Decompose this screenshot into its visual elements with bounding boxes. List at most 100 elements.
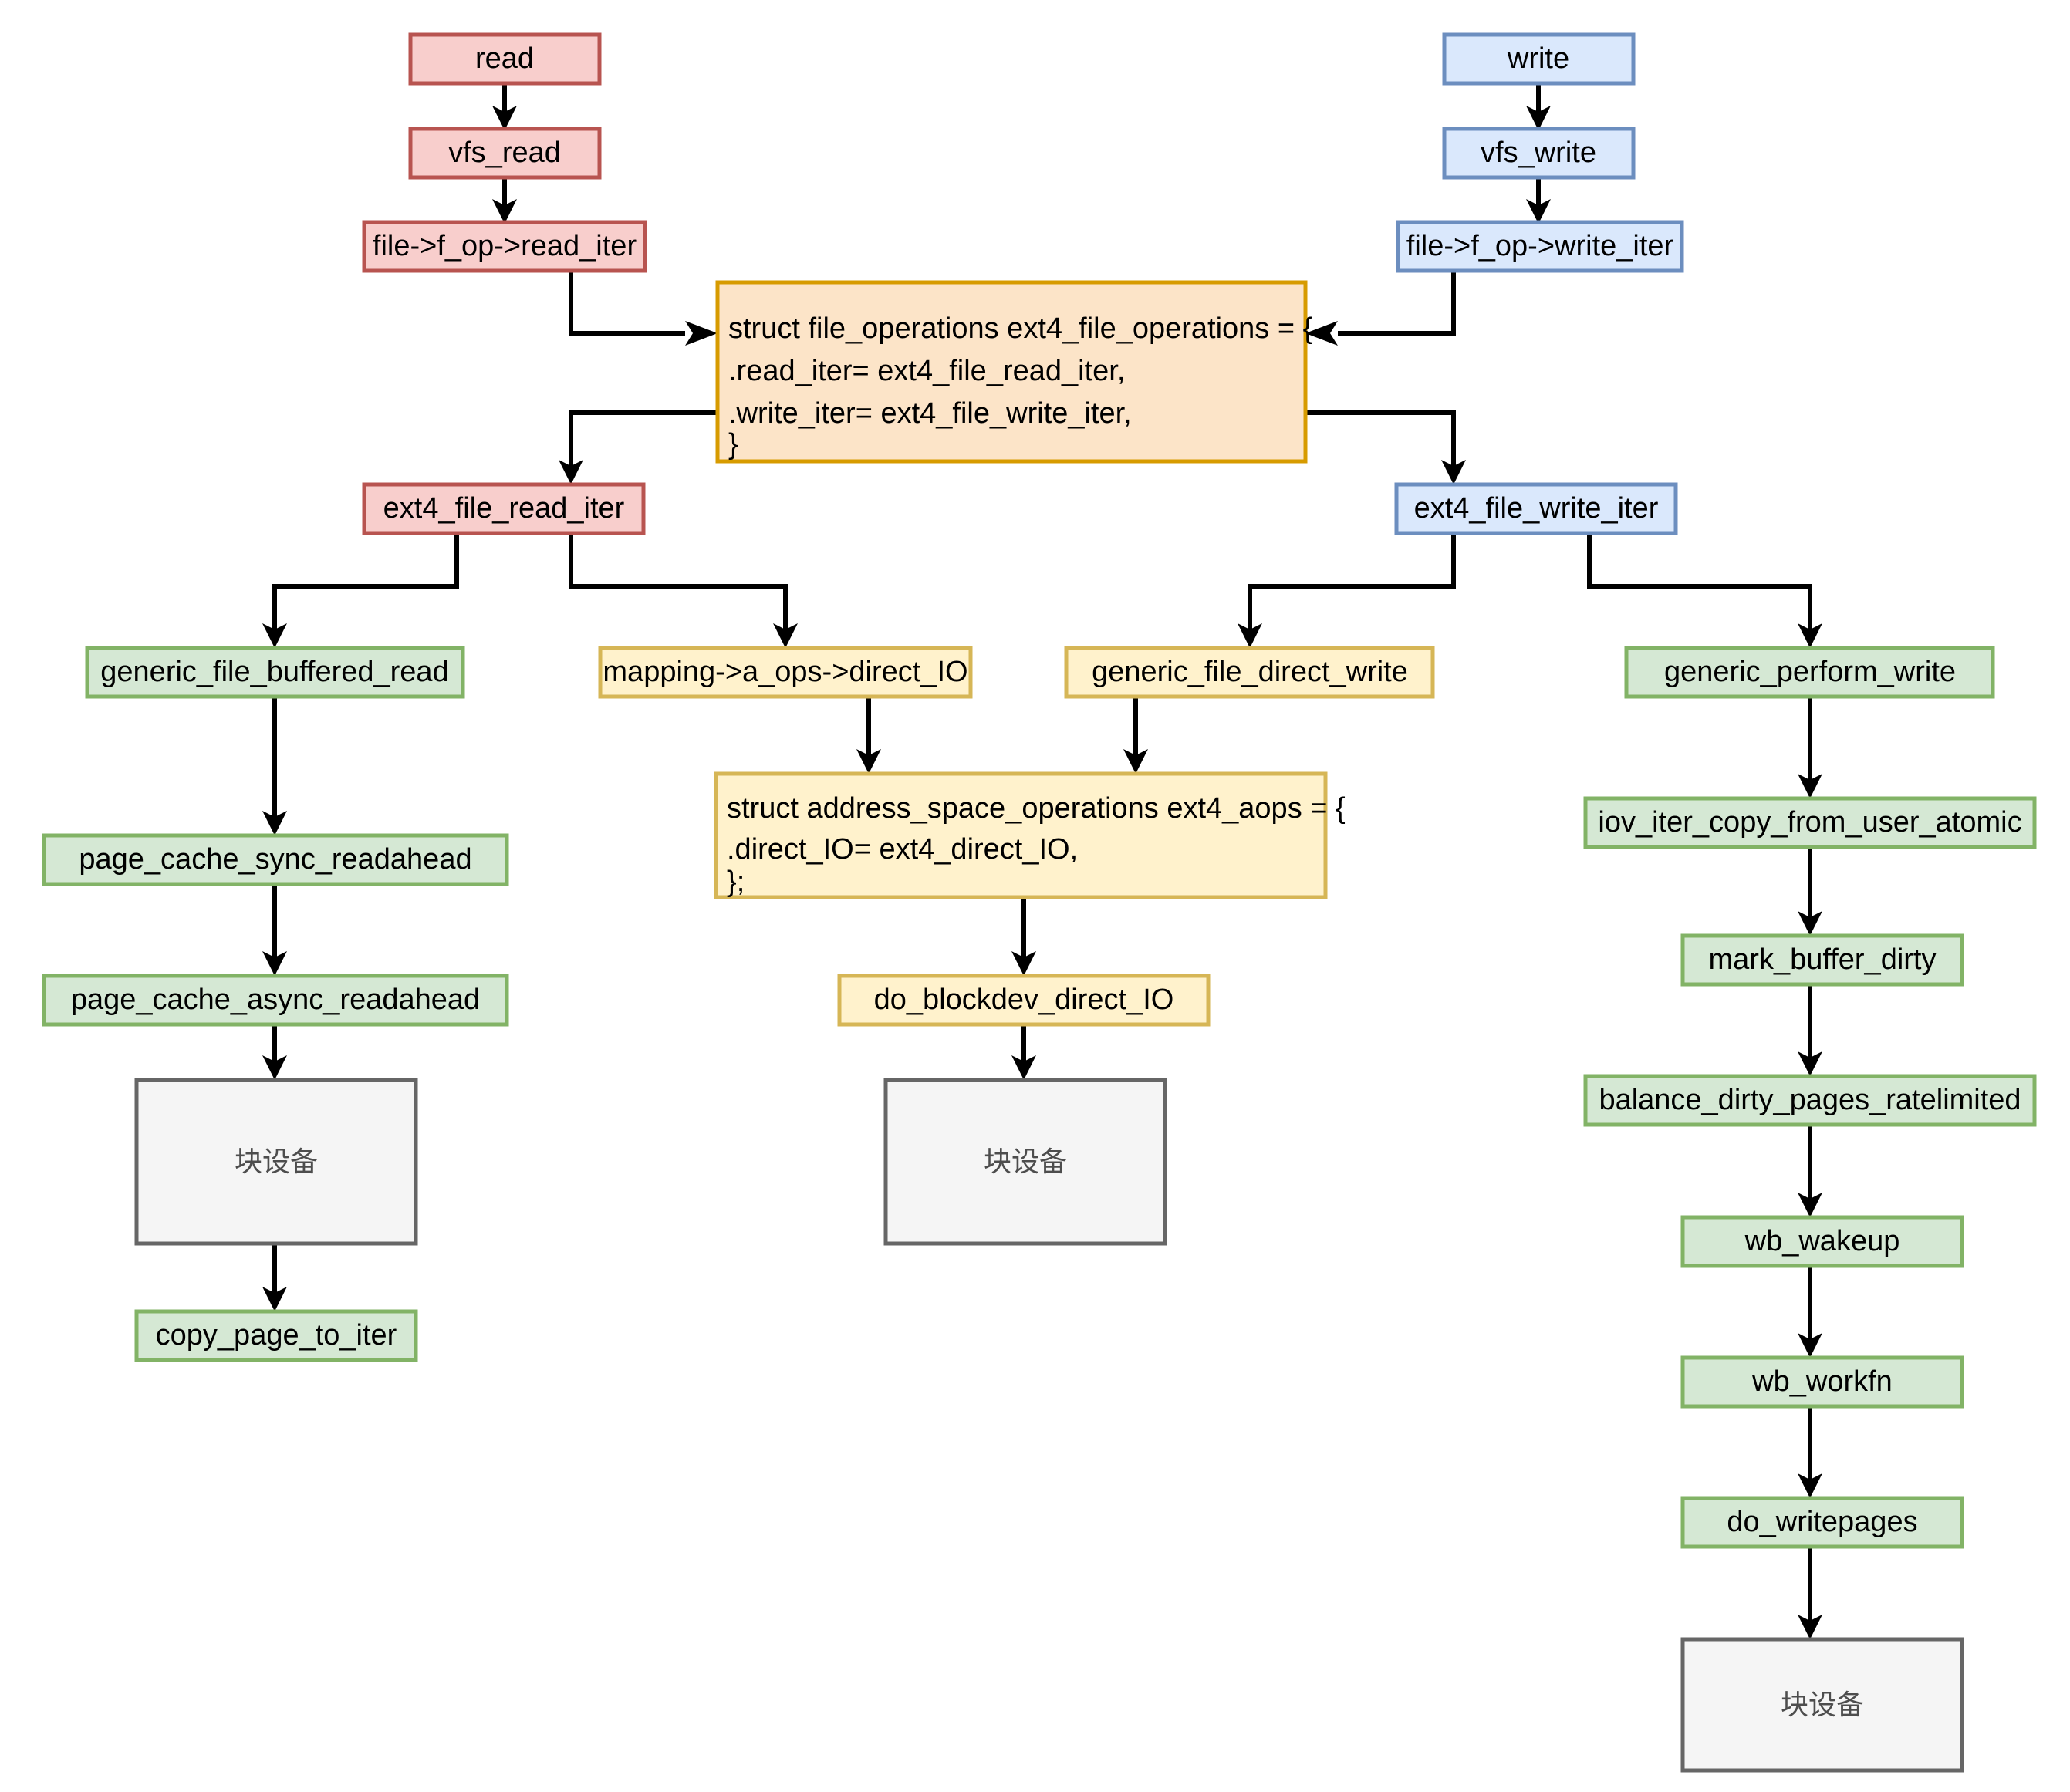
edge-layer [262,83,1822,1639]
edge-generic_file_buffered_read-to-page_cache_sync_readahead [262,697,287,835]
node-file-operations-struct-shape[interactable] [715,280,1308,464]
node-mapping-a-ops-direct-io-shape[interactable] [598,646,973,699]
edge-ext4_file_read_iter-to-generic_file_buffered_read [262,533,459,648]
node-iov-iter-copy-from-user-atomic[interactable]: iov_iter_copy_from_user_atomic [1583,796,2037,849]
edge-wb_wakeup-to-wb_workfn [1798,1266,1822,1358]
node-file-operations-struct-line-3: .write_iter= ext4_file_write_iter, [728,397,1132,430]
node-page-cache-sync-readahead-label: page_cache_sync_readahead [79,843,471,876]
edge-write-to-vfs_write [1526,83,1551,130]
node-page-cache-async-readahead-shape[interactable] [42,974,509,1027]
node-copy-page-to-iter-label: copy_page_to_iter [156,1319,397,1352]
node-vfs_read[interactable]: vfs_read [408,127,602,180]
node-blockdev-read-shape[interactable] [134,1078,418,1246]
node-ext4-file-read-iter-shape[interactable] [362,482,646,535]
edge-file_operations_struct-to-ext4_file_read_iter [559,410,718,484]
node-address-space-operations-struct-shape[interactable] [714,771,1328,899]
edge-ext4_file_read_iter-to-mapping_a_ops_direct_IO [569,533,798,648]
node-ext4-file-write-iter-label: ext4_file_write_iter [1414,492,1659,525]
edge-balance_dirty_pages_ratelimited-to-wb_wakeup [1798,1125,1822,1217]
node-layer: read vfs_read file->f_op->read_iter writ… [42,32,2037,1773]
edge-page_cache_sync_readahead-to-page_cache_async_readahead [262,884,287,976]
node-blockdev-read-label: 块设备 [235,1146,318,1178]
node-do-blockdev-direct-io[interactable]: do_blockdev_direct_IO [837,974,1211,1027]
node-vfs_write[interactable]: vfs_write [1442,127,1636,180]
node-ext4-file-read-iter[interactable]: ext4_file_read_iter [362,482,646,535]
node-read-label: read [475,42,534,75]
node-blockdev-write-shape[interactable] [1680,1637,1964,1773]
node-ext4-file-write-iter-shape[interactable] [1394,482,1678,535]
node-address-space-operations-struct-line-1: struct address_space_operations ext4_aop… [727,792,1346,825]
node-file-operations-struct[interactable]: struct file_operations ext4_file_operati… [715,280,1313,464]
node-balance-dirty-pages-ratelimited-shape[interactable] [1583,1074,2037,1127]
node-generic-file-buffered-read[interactable]: generic_file_buffered_read [85,646,465,699]
node-wb-workfn-shape[interactable] [1680,1355,1964,1409]
node-copy-page-to-iter-shape[interactable] [134,1309,418,1362]
node-write-shape[interactable] [1442,32,1636,86]
node-generic-file-direct-write-label: generic_file_direct_write [1092,656,1408,688]
node-ext4-file-read-iter-label: ext4_file_read_iter [383,492,625,525]
node-address-space-operations-struct-line-3: }; [727,866,745,898]
node-blockdev-direct-shape[interactable] [883,1078,1167,1246]
node-wb-wakeup-shape[interactable] [1680,1215,1964,1268]
node-vfs_read-label: vfs_read [448,137,561,169]
node-wb-wakeup-label: wb_wakeup [1744,1225,1900,1257]
node-iov-iter-copy-from-user-atomic-label: iov_iter_copy_from_user_atomic [1598,806,2021,839]
edge-file_operations_struct-to-ext4_file_write_iter [1305,410,1466,484]
node-do-blockdev-direct-io-shape[interactable] [837,974,1211,1027]
node-generic-file-direct-write[interactable]: generic_file_direct_write [1064,646,1435,699]
node-file-operations-struct-line-4: } [728,428,738,461]
node-file-f-op-write-iter[interactable]: file->f_op->write_iter [1396,220,1684,273]
node-vfs_read-shape[interactable] [408,127,602,180]
node-blockdev-direct-label: 块设备 [984,1146,1067,1178]
node-iov-iter-copy-from-user-atomic-shape[interactable] [1583,796,2037,849]
node-blockdev-write-label: 块设备 [1781,1689,1864,1721]
node-page-cache-sync-readahead[interactable]: page_cache_sync_readahead [42,833,509,886]
node-vfs_write-label: vfs_write [1481,137,1596,169]
node-mark-buffer-dirty-shape[interactable] [1680,933,1964,987]
edge-file_f_op_write_iter-to-file_operations_struct [1305,271,1456,346]
edge-page_cache_async_readahead-to-blockdev_read [262,1024,287,1080]
edge-mark_buffer_dirty-to-balance_dirty_pages_ratelimited [1798,984,1822,1076]
node-file-f-op-read-iter-label: file->f_op->read_iter [373,230,637,262]
node-generic-file-buffered-read-shape[interactable] [85,646,465,699]
node-blockdev-write[interactable]: 块设备 [1680,1637,1964,1773]
node-page-cache-sync-readahead-shape[interactable] [42,833,509,886]
edge-ext4_file_write_iter-to-generic_file_direct_write [1238,533,1456,648]
node-read-shape[interactable] [408,32,602,86]
node-generic-perform-write-label: generic_perform_write [1664,656,1956,688]
node-read[interactable]: read [408,32,602,86]
node-vfs_write-shape[interactable] [1442,127,1636,180]
node-generic-perform-write-shape[interactable] [1624,646,1995,699]
node-file-f-op-read-iter[interactable]: file->f_op->read_iter [362,220,647,273]
edge-mapping_a_ops_direct_IO-to-address_space_operations_struct [856,697,881,774]
node-mapping-a-ops-direct-io[interactable]: mapping->a_ops->direct_IO [598,646,973,699]
edge-wb_workfn-to-do_writepages [1798,1406,1822,1498]
node-file-f-op-write-iter-shape[interactable] [1396,220,1684,273]
node-do-writepages[interactable]: do_writepages [1680,1496,1964,1549]
node-blockdev-direct[interactable]: 块设备 [883,1078,1167,1246]
node-balance-dirty-pages-ratelimited-label: balance_dirty_pages_ratelimited [1599,1084,2021,1116]
edge-do_blockdev_direct_IO-to-blockdev_direct [1011,1024,1036,1080]
node-generic-perform-write[interactable]: generic_perform_write [1624,646,1995,699]
node-blockdev-read[interactable]: 块设备 [134,1078,418,1246]
node-ext4-file-write-iter[interactable]: ext4_file_write_iter [1394,482,1678,535]
node-wb-wakeup[interactable]: wb_wakeup [1680,1215,1964,1268]
node-balance-dirty-pages-ratelimited[interactable]: balance_dirty_pages_ratelimited [1583,1074,2037,1127]
node-page-cache-async-readahead-label: page_cache_async_readahead [71,984,480,1016]
node-generic-file-direct-write-shape[interactable] [1064,646,1435,699]
node-mark-buffer-dirty-label: mark_buffer_dirty [1709,943,1937,976]
node-wb-workfn[interactable]: wb_workfn [1680,1355,1964,1409]
node-file-f-op-read-iter-shape[interactable] [362,220,647,273]
node-page-cache-async-readahead[interactable]: page_cache_async_readahead [42,974,509,1027]
node-write[interactable]: write [1442,32,1636,86]
node-mark-buffer-dirty[interactable]: mark_buffer_dirty [1680,933,1964,987]
node-generic-file-buffered-read-label: generic_file_buffered_read [100,656,448,688]
node-address-space-operations-struct[interactable]: struct address_space_operations ext4_aop… [714,771,1346,899]
edge-blockdev_read-to-copy_page_to_iter [262,1244,287,1311]
node-do-writepages-shape[interactable] [1680,1496,1964,1549]
node-do-writepages-label: do_writepages [1727,1506,1917,1538]
node-copy-page-to-iter[interactable]: copy_page_to_iter [134,1309,418,1362]
node-file-operations-struct-line-2: .read_iter= ext4_file_read_iter, [728,355,1125,387]
